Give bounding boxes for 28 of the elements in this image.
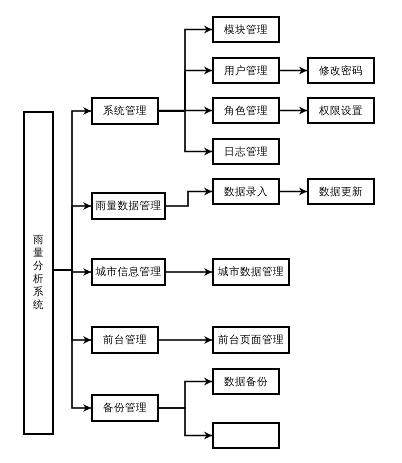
module-box (212, 422, 280, 449)
arrow (280, 188, 307, 196)
system-box: 雨量分析系统 (23, 111, 54, 435)
module-box: 城市数据管理 (212, 258, 290, 286)
module-box: 雨量数据管理 (91, 192, 166, 220)
module-box: 权限设置 (307, 97, 375, 124)
arrow (280, 66, 307, 74)
arrow (159, 110, 212, 156)
module-box: 数据更新 (307, 178, 375, 205)
arrow (280, 106, 307, 114)
module-box: 模块管理 (212, 16, 280, 43)
module-box: 系统管理 (91, 97, 159, 125)
module-box: 用户管理 (212, 57, 280, 84)
module-box: 前台页面管理 (212, 326, 290, 354)
arrow (166, 188, 212, 207)
arrow (159, 407, 212, 440)
module-box: 修改密码 (307, 57, 375, 84)
module-box: 日志管理 (212, 138, 280, 165)
arrow (159, 336, 212, 344)
module-box: 数据备份 (212, 368, 280, 395)
arrow (159, 106, 212, 114)
module-box: 数据录入 (212, 178, 280, 205)
module-box: 城市信息管理 (91, 258, 166, 286)
arrow (54, 269, 91, 412)
module-box: 角色管理 (212, 97, 280, 124)
arrow (166, 268, 212, 276)
module-box: 备份管理 (91, 394, 159, 422)
module-box: 前台管理 (91, 326, 159, 354)
